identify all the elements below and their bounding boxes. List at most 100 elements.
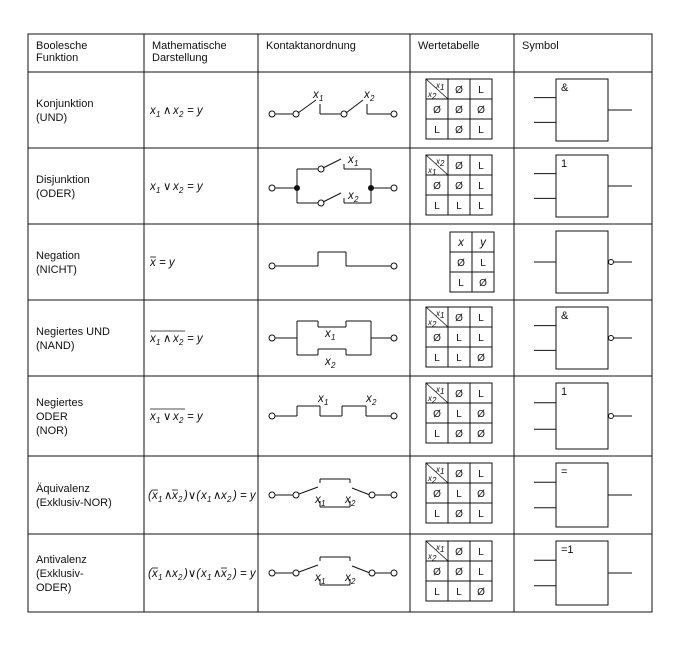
truth-corner-diagonal — [425, 154, 449, 176]
variable-subscript: 2 — [178, 110, 184, 119]
contact-terminal — [390, 110, 398, 118]
formula-op: ∧ — [163, 105, 171, 117]
truth-value: L — [478, 333, 484, 344]
truth-corner-diagonal — [425, 306, 449, 328]
formula-rest: ) = y — [231, 568, 257, 580]
truth-corner-sub: 1 — [440, 467, 444, 476]
function-name: (UND) — [36, 112, 67, 124]
function-name: (Exklusiv- — [36, 568, 84, 580]
truth-header: x — [457, 237, 465, 249]
variable-letter: x — [171, 568, 179, 580]
function-name: (ODER) — [36, 188, 75, 200]
variable-subscript: 2 — [226, 573, 232, 582]
gate-label: 1 — [561, 386, 567, 398]
variable-letter: x — [347, 190, 355, 202]
function-name: (NAND) — [36, 340, 75, 352]
truth-corner-var: x — [427, 474, 433, 483]
gate-label: & — [561, 310, 569, 322]
contact-terminal — [368, 491, 376, 499]
truth-corner-var: x — [427, 166, 433, 175]
variable-letter: x — [149, 181, 157, 193]
truth-value: L — [456, 333, 462, 344]
variable-subscript: 2 — [371, 398, 377, 407]
contact-terminal — [390, 262, 398, 270]
truth-header: L — [478, 389, 484, 400]
truth-value: L — [478, 201, 484, 212]
contact-terminal — [268, 110, 276, 118]
truth-header: L — [478, 85, 484, 96]
variable-letter: x — [317, 393, 325, 405]
header-cell-text: Wertetabelle — [418, 40, 480, 52]
contact-terminal — [268, 334, 276, 342]
formula-rest: = y — [187, 105, 204, 117]
truth-corner-var: x — [435, 81, 441, 90]
table-grid — [27, 33, 653, 613]
truth-header: Ø — [455, 469, 463, 480]
formula-op: ∧ — [164, 568, 172, 580]
variable-subscript: 2 — [350, 577, 356, 586]
logic-gate-symbol: & — [534, 306, 632, 370]
variable-letter: x — [314, 572, 322, 584]
truth-value: Ø — [477, 105, 485, 116]
formula-rest: = y — [187, 411, 204, 423]
truth-header: y — [479, 237, 487, 249]
truth-corner-diagonal — [425, 382, 449, 404]
gate-label: = — [561, 466, 567, 478]
variable-subscript: 2 — [178, 416, 184, 425]
gate-negation-bubble — [608, 413, 614, 419]
truth-corner-diagonal — [425, 462, 449, 484]
variable-subscript: 2 — [178, 338, 184, 347]
variable-letter: x — [200, 568, 208, 580]
truth-corner-var: x — [435, 385, 441, 394]
truth-cell — [469, 422, 493, 444]
contact-terminal — [390, 569, 398, 577]
wire — [298, 486, 319, 495]
truth-header: L — [434, 587, 440, 598]
truth-corner-var: x — [435, 543, 441, 552]
formula-rest: = y — [187, 333, 204, 345]
truth-value: Ø — [477, 353, 485, 364]
wire — [345, 99, 364, 114]
function-name: Negation — [36, 250, 80, 262]
variable-subscript: 1 — [207, 573, 211, 582]
logic-gate-symbol: 1 — [534, 154, 632, 218]
formula-op: ∧ — [163, 333, 171, 345]
gate-label: 1 — [561, 158, 567, 170]
variable-subscript: 2 — [177, 573, 183, 582]
variable-letter: x — [314, 494, 322, 506]
contact-terminal — [317, 165, 325, 173]
formula-rest: ) = y — [231, 490, 257, 502]
wire — [322, 192, 342, 203]
truth-corner-sub: 2 — [431, 476, 437, 485]
truth-header: Ø — [455, 161, 463, 172]
truth-corner-sub: 2 — [431, 554, 437, 563]
function-name: (NICHT) — [36, 264, 77, 276]
variable-subscript: 1 — [156, 416, 160, 425]
truth-header: Ø — [433, 567, 441, 578]
truth-value: L — [480, 258, 486, 269]
variable-subscript: 1 — [321, 499, 325, 508]
truth-header: Ø — [455, 547, 463, 558]
truth-header: Ø — [433, 409, 441, 420]
